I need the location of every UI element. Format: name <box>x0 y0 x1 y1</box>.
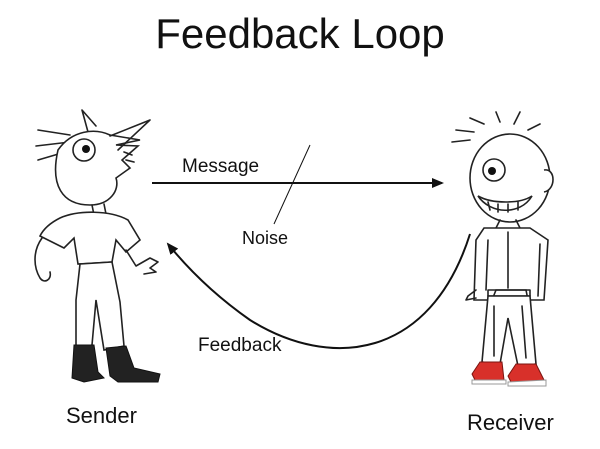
noise-label: Noise <box>242 228 289 248</box>
sender-figure <box>34 109 161 383</box>
sender-label: Sender <box>66 403 137 428</box>
receiver-label: Receiver <box>467 410 554 435</box>
feedback-arrow <box>166 233 471 350</box>
noise-line <box>273 144 311 225</box>
feedback-label: Feedback <box>198 335 282 356</box>
diagram-title: Feedback Loop <box>155 10 445 57</box>
receiver-figure <box>451 111 554 387</box>
message-label: Message <box>182 156 260 177</box>
